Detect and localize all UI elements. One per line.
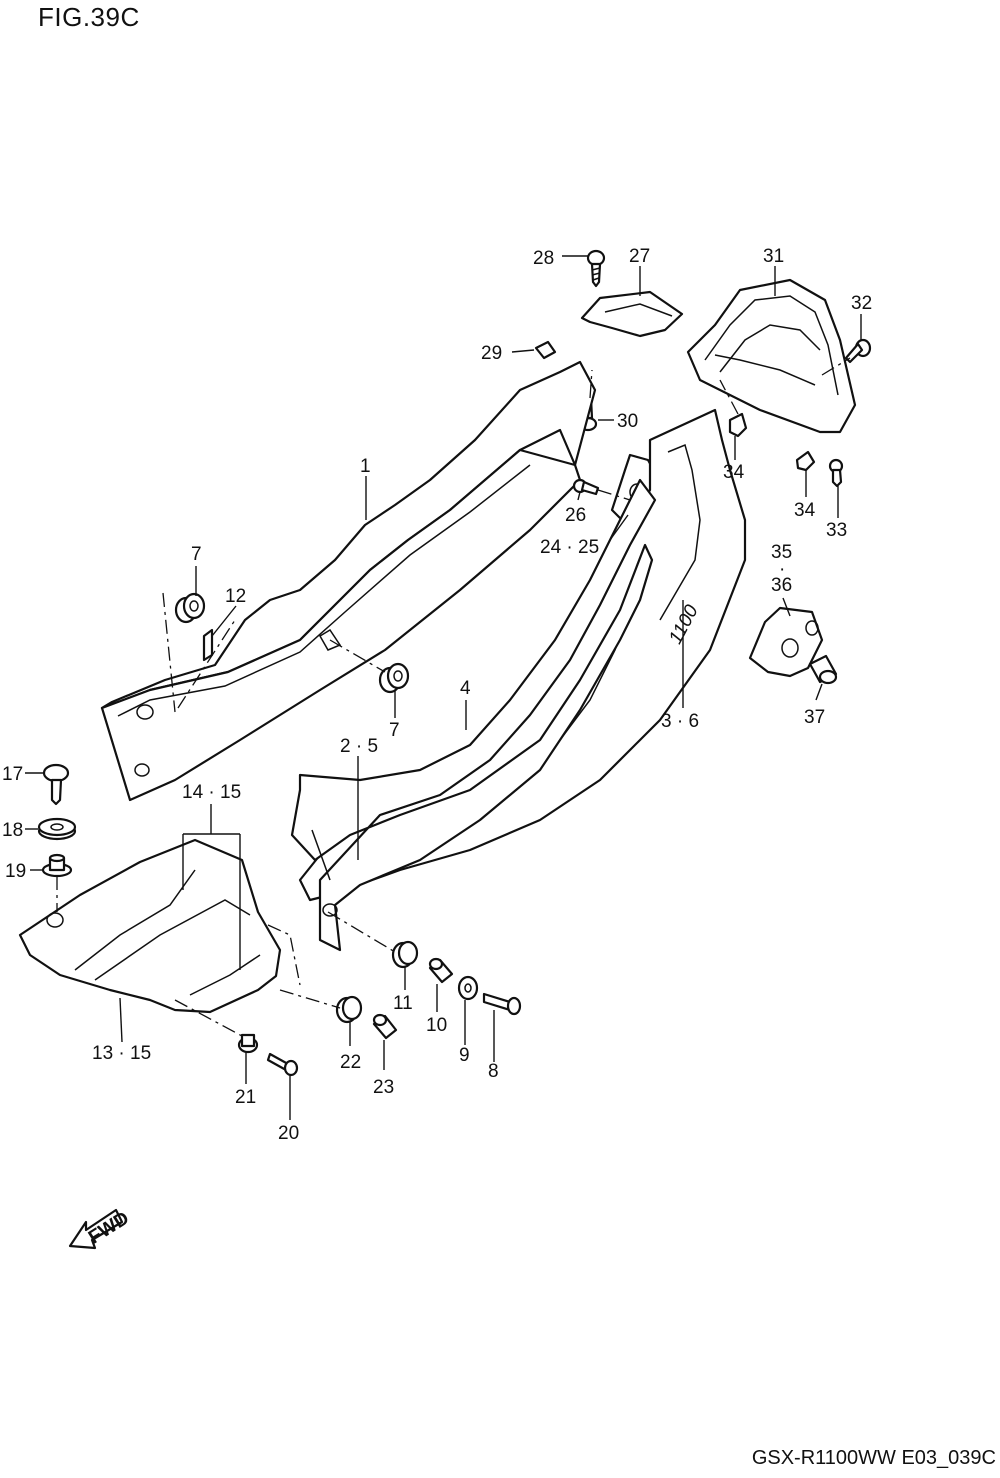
assembly-line-30 — [589, 369, 593, 399]
part-31-tail-frame — [686, 278, 857, 434]
part-7-grommet-upper — [174, 592, 206, 624]
callout-36: 36 — [771, 575, 792, 596]
assembly-line-12 — [177, 619, 236, 709]
callout-4: 4 — [460, 678, 471, 699]
part-20-screw — [266, 1052, 299, 1077]
assembly-line-7-lower — [329, 639, 386, 673]
part-1-frame-cover — [100, 360, 597, 802]
part-18-grommet — [37, 817, 77, 841]
callout-34-lower: 34 — [794, 500, 816, 521]
part-2-5-side-cover — [290, 478, 657, 952]
callout-11: 11 — [393, 993, 413, 1014]
leader-lines — [25, 255, 862, 1120]
part-34-nut — [728, 412, 748, 438]
part-26-screw — [572, 478, 600, 496]
callout-34-upper: 34 — [723, 462, 745, 483]
callout-9: 9 — [459, 1045, 470, 1066]
part-23-collar — [372, 1013, 398, 1040]
callout-26: 26 — [565, 505, 586, 526]
callout-8: 8 — [488, 1061, 499, 1082]
fwd-arrow-icon: FWD — [68, 1208, 133, 1250]
callout-35: 35 — [771, 542, 792, 563]
part-11-grommet — [391, 940, 419, 969]
callout-21: 21 — [235, 1087, 256, 1108]
part-28-screw — [586, 249, 606, 288]
assembly-line-32 — [821, 357, 851, 376]
part-12-label — [202, 628, 214, 662]
callout-32: 32 — [851, 293, 872, 314]
callout-24-25: 24 · 25 — [540, 537, 599, 558]
part-34-nut-2 — [795, 450, 816, 472]
part-33-screw — [828, 458, 844, 488]
part-7-grommet-lower — [378, 662, 410, 694]
assembly-line-21 — [174, 999, 243, 1037]
assembly-line-14 — [267, 924, 301, 986]
part-29-clip — [534, 340, 557, 360]
callout-27: 27 — [629, 246, 650, 267]
callout-30: 30 — [617, 411, 638, 432]
assembly-line-7-upper — [162, 592, 176, 713]
callout-13-15: 13 · 15 — [92, 1043, 151, 1064]
part-8-bolt — [482, 992, 522, 1016]
callout-7-lower: 7 — [389, 720, 400, 741]
figure-footer: GSX-R1100WW E03_039C — [751, 1447, 996, 1469]
part-13-15-lower-cover — [18, 838, 282, 1014]
part-35-36-spacer-block — [748, 606, 824, 678]
figure-title: FIG.39C — [38, 2, 140, 32]
callout-12: 12 — [225, 586, 246, 607]
part-22-grommet — [335, 995, 363, 1024]
callout-1: 1 — [360, 456, 371, 477]
assembly-line-26 — [597, 489, 631, 501]
callout-29: 29 — [481, 343, 502, 364]
callout-35-36-separator: · — [779, 559, 785, 580]
callout-labels: 28 27 31 32 29 30 34 34 33 1 26 24 · 25 … — [2, 246, 872, 1144]
callout-17: 17 — [2, 764, 23, 785]
callout-31: 31 — [763, 246, 784, 267]
part-19-collar — [41, 853, 73, 878]
part-32-bolt — [844, 338, 872, 364]
callout-2-5: 2 · 5 — [340, 736, 378, 757]
assembly-line-22 — [279, 989, 341, 1009]
callout-7-upper: 7 — [191, 544, 202, 565]
part-17-bolt — [42, 763, 70, 806]
part-37-collar — [808, 654, 838, 685]
part-27-tail-cover — [580, 290, 684, 338]
callout-18: 18 — [2, 820, 23, 841]
callout-33: 33 — [826, 520, 847, 541]
callout-37: 37 — [804, 707, 825, 728]
part-9-washer — [457, 975, 479, 1001]
callout-14-15: 14 · 15 — [182, 782, 241, 803]
callout-28: 28 — [533, 248, 554, 269]
callout-10: 10 — [426, 1015, 447, 1036]
callout-20: 20 — [278, 1123, 299, 1144]
callout-3-6: 3 · 6 — [661, 711, 699, 732]
assembly-line-11 — [327, 911, 396, 953]
part-10-collar — [428, 957, 454, 984]
callout-23: 23 — [373, 1077, 394, 1098]
callout-22: 22 — [340, 1052, 361, 1073]
part-21-collar — [237, 1033, 259, 1054]
assembly-line-34 — [719, 379, 739, 415]
callout-19: 19 — [5, 861, 26, 882]
